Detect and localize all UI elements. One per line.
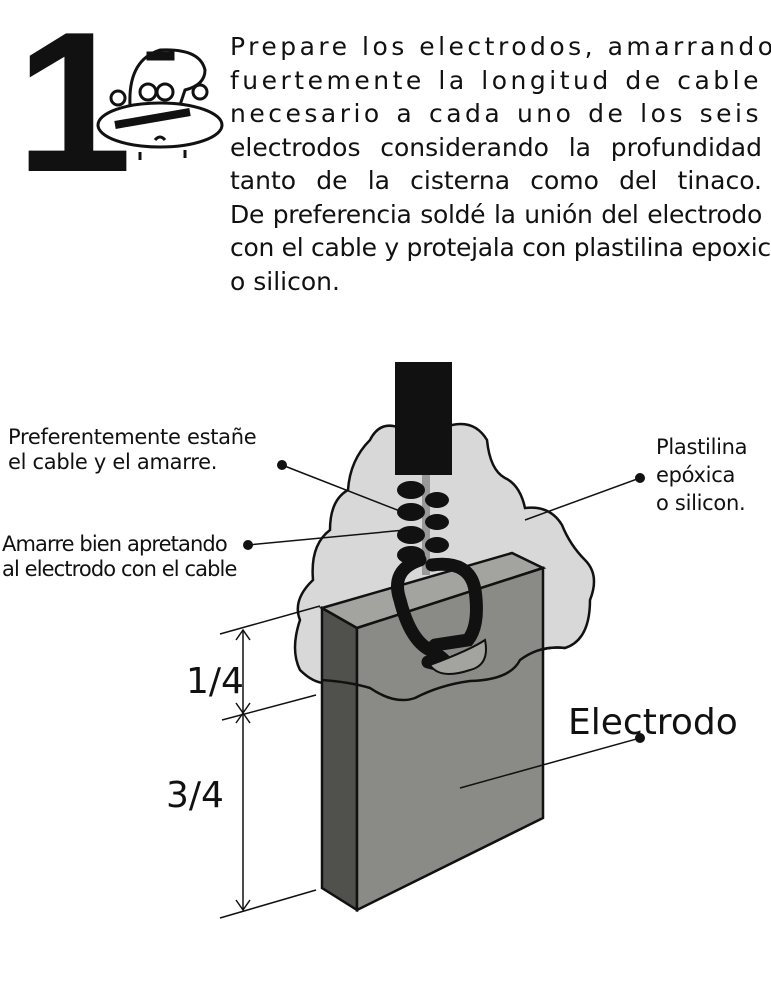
label-line: al electrodo con el cable — [2, 557, 237, 581]
label-epoxy-putty: Plastilina epóxica o silicon. — [656, 433, 748, 517]
label-line: epóxica — [656, 463, 736, 487]
leader-dots — [243, 460, 645, 743]
paragraph-line: fuertemente la longitud de cable — [230, 65, 762, 95]
instruction-paragraph: Prepare los electrodos, amarrando fuerte… — [230, 30, 771, 298]
dimension-lines — [219, 605, 321, 919]
paragraph-line: electrodos considerando la profundidad — [230, 132, 762, 162]
paragraph-line: necesario a cada uno de los seis — [230, 99, 762, 128]
label-line: Plastilina — [656, 435, 748, 459]
label-electrode: Electrodo — [568, 702, 738, 743]
paragraph-line: con el cable y protejala con plastilina … — [230, 233, 771, 262]
paragraph-line: o silicon. — [230, 266, 340, 296]
paragraph-line: tanto de la cisterna como del tinaco. — [230, 166, 762, 195]
label-line: el cable y el amarre. — [8, 450, 218, 474]
dimension-three-quarters: 3/4 — [166, 775, 224, 816]
leader-lines — [247, 464, 641, 789]
label-line: Amarre bien apretando — [2, 532, 228, 556]
cartoon-character-icon — [96, 48, 224, 160]
label-tie-wire: Amarre bien apretando al electrodo con e… — [2, 532, 237, 582]
cable — [395, 362, 452, 475]
label-line: Preferentemente estañe — [8, 425, 257, 449]
label-tin-cable: Preferentemente estañe el cable y el ama… — [8, 425, 257, 475]
label-line: o silicon. — [656, 491, 746, 515]
paragraph-line: Prepare los electrodos, amarrando — [230, 32, 771, 61]
electrode-front — [355, 566, 545, 913]
electrode-side — [320, 605, 359, 913]
dimension-quarter: 1/4 — [186, 661, 244, 702]
paragraph-line: De preferencia soldé la unión del electr… — [230, 199, 762, 229]
